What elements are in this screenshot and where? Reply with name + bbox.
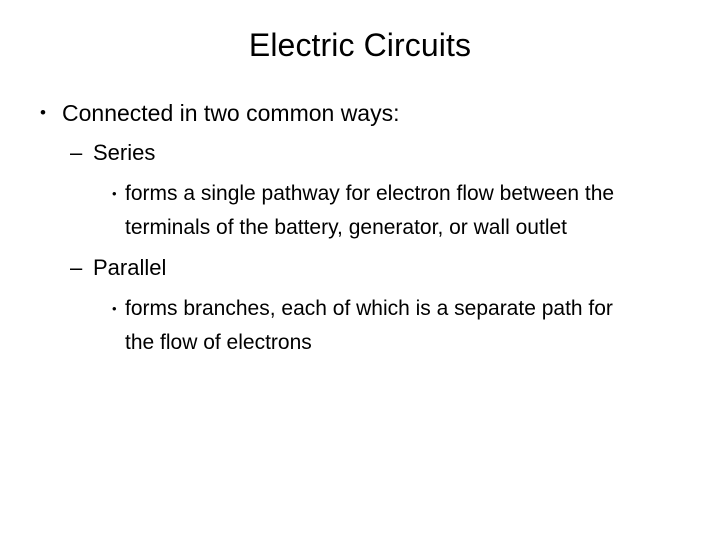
list-item-label: forms branches, each of which is a separ… — [125, 297, 613, 354]
list-item: • forms a single pathway for electron fl… — [0, 177, 720, 245]
bullet-dot-icon: • — [112, 186, 117, 201]
bullet-dot-icon: • — [40, 103, 46, 122]
list-item-label: forms a single pathway for electron flow… — [125, 182, 615, 239]
bullet-dot-icon: • — [112, 301, 117, 316]
list-item: • forms branches, each of which is a sep… — [0, 292, 720, 360]
slide-body: • Connected in two common ways: – Series… — [0, 98, 720, 360]
bullet-dash-icon: – — [70, 140, 83, 165]
bullet-dash-icon: – — [70, 255, 83, 280]
list-item-label: Connected in two common ways: — [62, 100, 400, 126]
list-item: – Series — [0, 138, 720, 168]
list-item: • Connected in two common ways: — [0, 98, 720, 128]
list-item-label: Parallel — [93, 255, 167, 280]
list-item-label: Series — [93, 140, 156, 165]
list-item: – Parallel — [0, 253, 720, 283]
page-title: Electric Circuits — [248, 27, 472, 63]
